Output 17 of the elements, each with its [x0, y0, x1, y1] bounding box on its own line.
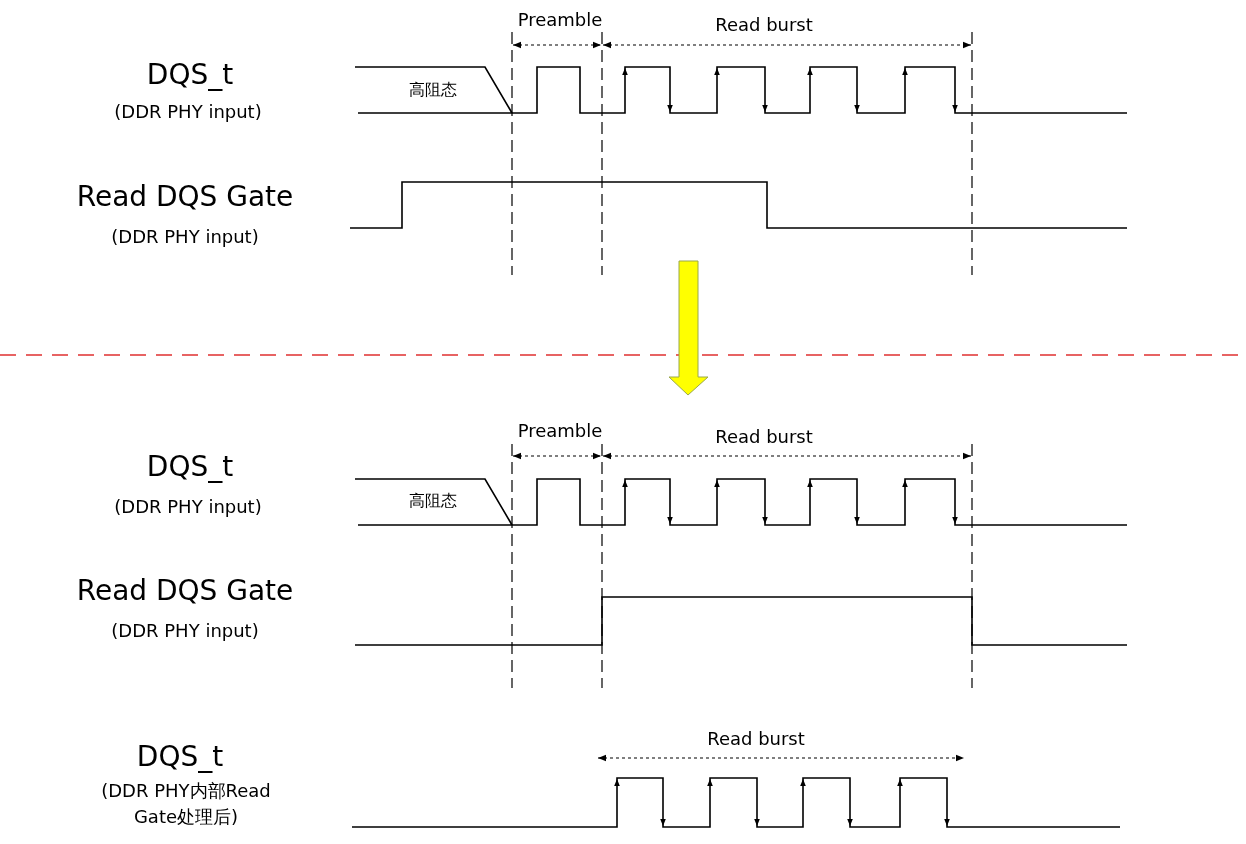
signal-name: Read DQS Gate — [76, 572, 294, 609]
signal-description: (DDR PHY input) — [114, 99, 262, 124]
state-label: 高阻态 — [409, 490, 457, 513]
signal-name: DQS_t — [136, 738, 224, 775]
period-label: Read burst — [707, 726, 805, 751]
signal-name: DQS_t — [146, 56, 234, 93]
signal-description: (DDR PHY input) — [114, 494, 262, 519]
period-label: Preamble — [517, 418, 603, 443]
signal-name: Read DQS Gate — [76, 178, 294, 215]
signal-name: DQS_t — [146, 448, 234, 485]
signal-description: (DDR PHY input) — [111, 224, 259, 249]
period-label: Preamble — [517, 7, 603, 32]
state-label: 高阻态 — [409, 79, 457, 102]
period-label: Read burst — [715, 424, 813, 449]
signal-description: (DDR PHY内部Read Gate处理后) — [100, 778, 272, 829]
period-label: Read burst — [715, 12, 813, 37]
signal-description: (DDR PHY input) — [111, 618, 259, 643]
